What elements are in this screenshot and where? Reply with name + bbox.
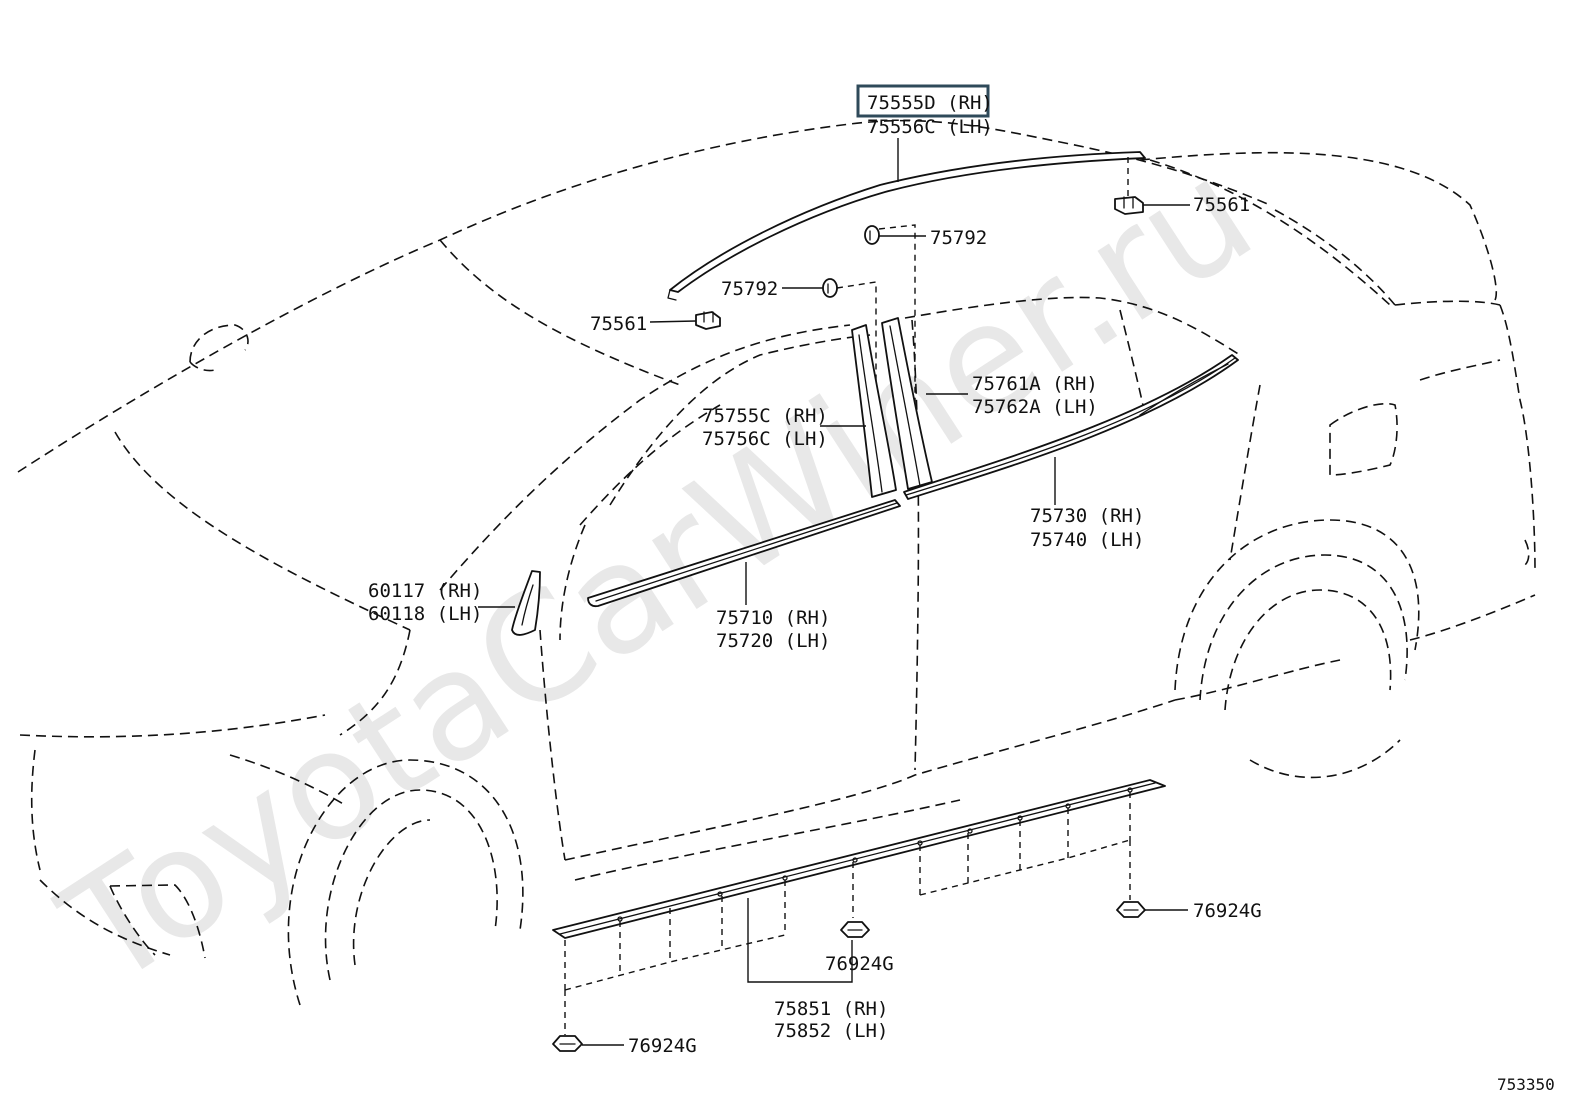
svg-text:75555D (RH): 75555D (RH) [867,92,993,114]
svg-text:75851 (RH): 75851 (RH) [774,998,888,1020]
watermark: ToyotaCarWiner.ru [34,126,1282,1021]
svg-text:75561: 75561 [590,313,647,335]
grommet-rear-icon [864,224,926,470]
svg-text:60118 (LH): 60118 (LH) [368,603,482,625]
label-rear-pillar-garnish[interactable]: 75761A (RH) 75762A (LH) [972,373,1098,418]
nut-front-icon [552,1035,624,1052]
front-pillar-garnish [820,324,897,498]
svg-text:76924G: 76924G [825,953,894,975]
label-nut-rear[interactable]: 76924G [1193,900,1262,922]
nut-rear-icon [1116,901,1188,918]
label-rear-belt-molding[interactable]: 75730 (RH) 75740 (LH) [1030,505,1144,551]
svg-text:75556C (LH): 75556C (LH) [867,116,993,138]
svg-text:75762A (LH): 75762A (LH) [972,396,1098,418]
front-wheel [287,759,524,1006]
label-grommet-rear[interactable]: 75792 [930,227,987,249]
label-clip-front[interactable]: 75561 [590,313,647,335]
front-belt-molding [587,499,901,608]
rocker-molding [552,779,1166,1035]
svg-text:75792: 75792 [721,278,778,300]
svg-text:76924G: 76924G [1193,900,1262,922]
svg-text:75755C (RH): 75755C (RH) [702,405,828,427]
label-rocker-molding[interactable]: 75851 (RH) 75852 (LH) [774,998,888,1042]
clip-rear-icon [1114,156,1190,215]
nut-middle-icon [840,921,870,938]
car-body-outline [17,119,1536,959]
label-clip-rear[interactable]: 75561 [1193,194,1250,216]
clip-front-icon [649,311,721,330]
svg-text:75720 (LH): 75720 (LH) [716,630,830,652]
label-front-belt-molding[interactable]: 75710 (RH) 75720 (LH) [716,607,830,652]
svg-text:76924G: 76924G [628,1035,697,1057]
corner-piece [478,570,541,636]
grommet-front-icon [782,278,877,470]
roof-molding [667,138,1146,301]
svg-text:75710 (RH): 75710 (RH) [716,607,830,629]
label-corner-piece[interactable]: 60117 (RH) 60118 (LH) [368,580,482,625]
svg-text:75761A (RH): 75761A (RH) [972,373,1098,395]
label-roof-molding[interactable]: 75555D (RH) 75556C (LH) [867,92,993,138]
svg-text:60117 (RH): 60117 (RH) [368,580,482,602]
rear-belt-molding [903,354,1239,505]
svg-text:75756C (LH): 75756C (LH) [702,428,828,450]
label-nut-middle[interactable]: 76924G [825,953,894,975]
svg-text:75852 (LH): 75852 (LH) [774,1020,888,1042]
highlight-box [856,84,990,118]
svg-text:75792: 75792 [930,227,987,249]
svg-text:75740 (LH): 75740 (LH) [1030,529,1144,551]
svg-text:75730 (RH): 75730 (RH) [1030,505,1144,527]
label-front-pillar-garnish[interactable]: 75755C (RH) 75756C (LH) [702,405,828,450]
diagram-code: 753350 [1497,1075,1555,1094]
label-nut-front[interactable]: 76924G [628,1035,697,1057]
label-grommet-front[interactable]: 75792 [721,278,778,300]
rear-wheel [1174,519,1420,779]
svg-text:75561: 75561 [1193,194,1250,216]
